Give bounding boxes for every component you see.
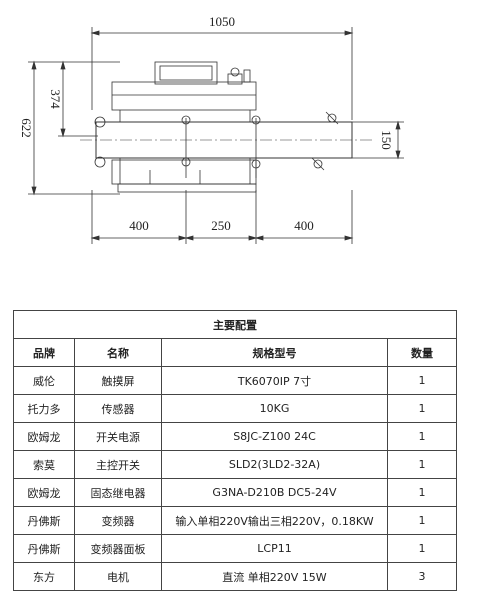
cell-brand: 丹佛斯 xyxy=(13,534,75,563)
dim-height-total: 622 xyxy=(19,118,34,138)
cell-qty: 1 xyxy=(387,422,457,451)
table-row: 欧姆龙 开关电源 S8JC-Z100 24C 1 xyxy=(13,422,457,451)
table-row: 丹佛斯 变频器面板 LCP11 1 xyxy=(13,534,457,563)
table-row: 威伦 触摸屏 TK6070IP 7寸 1 xyxy=(13,366,457,395)
cell-name: 电机 xyxy=(74,562,162,591)
cell-brand: 丹佛斯 xyxy=(13,506,75,535)
table-row: 托力多 传感器 10KG 1 xyxy=(13,394,457,423)
cell-brand: 威伦 xyxy=(13,366,75,395)
cell-brand: 欧姆龙 xyxy=(13,478,75,507)
table-row: 欧姆龙 固态继电器 G3NA-D210B DC5-24V 1 xyxy=(13,478,457,507)
cell-brand: 托力多 xyxy=(13,394,75,423)
dim-overall-length: 1050 xyxy=(209,14,235,29)
header-qty: 数量 xyxy=(387,338,457,367)
cell-spec: 直流 单相220V 15W xyxy=(161,562,388,591)
cell-qty: 3 xyxy=(387,562,457,591)
cell-spec: 10KG xyxy=(161,394,388,423)
header-brand: 品牌 xyxy=(13,338,75,367)
spec-table: 主要配置 品牌 名称 规格型号 数量 威伦 触摸屏 TK6070IP 7寸 1 … xyxy=(13,310,457,591)
cell-qty: 1 xyxy=(387,506,457,535)
cell-brand: 东方 xyxy=(13,562,75,591)
cell-name: 开关电源 xyxy=(74,422,162,451)
table-header-row: 品牌 名称 规格型号 数量 xyxy=(13,338,457,367)
table-title: 主要配置 xyxy=(13,310,457,339)
dimension-drawing: 1050 622 374 150 400 250 400 xyxy=(19,14,404,244)
dim-seg3: 400 xyxy=(294,218,314,233)
dim-seg1: 400 xyxy=(129,218,149,233)
cell-brand: 索莫 xyxy=(13,450,75,479)
cell-name: 触摸屏 xyxy=(74,366,162,395)
cell-qty: 1 xyxy=(387,450,457,479)
dim-seg2: 250 xyxy=(211,218,231,233)
cell-spec: G3NA-D210B DC5-24V xyxy=(161,478,388,507)
table-row: 丹佛斯 变频器 输入单相220V输出三相220V，0.18KW 1 xyxy=(13,506,457,535)
cell-spec: S8JC-Z100 24C xyxy=(161,422,388,451)
cell-name: 传感器 xyxy=(74,394,162,423)
cell-qty: 1 xyxy=(387,478,457,507)
cell-name: 固态继电器 xyxy=(74,478,162,507)
table-row: 东方 电机 直流 单相220V 15W 3 xyxy=(13,562,457,591)
cell-spec: 输入单相220V输出三相220V，0.18KW xyxy=(161,506,388,535)
dim-height-upper: 374 xyxy=(48,89,63,109)
cell-spec: SLD2(3LD2-32A) xyxy=(161,450,388,479)
dim-diameter: 150 xyxy=(379,130,394,150)
cell-name: 变频器面板 xyxy=(74,534,162,563)
cell-spec: LCP11 xyxy=(161,534,388,563)
table-title-row: 主要配置 xyxy=(13,310,457,339)
cell-qty: 1 xyxy=(387,366,457,395)
cell-qty: 1 xyxy=(387,534,457,563)
cell-qty: 1 xyxy=(387,394,457,423)
header-name: 名称 xyxy=(74,338,162,367)
cell-brand: 欧姆龙 xyxy=(13,422,75,451)
header-spec: 规格型号 xyxy=(161,338,388,367)
cell-spec: TK6070IP 7寸 xyxy=(161,366,388,395)
cell-name: 主控开关 xyxy=(74,450,162,479)
cell-name: 变频器 xyxy=(74,506,162,535)
table-row: 索莫 主控开关 SLD2(3LD2-32A) 1 xyxy=(13,450,457,479)
